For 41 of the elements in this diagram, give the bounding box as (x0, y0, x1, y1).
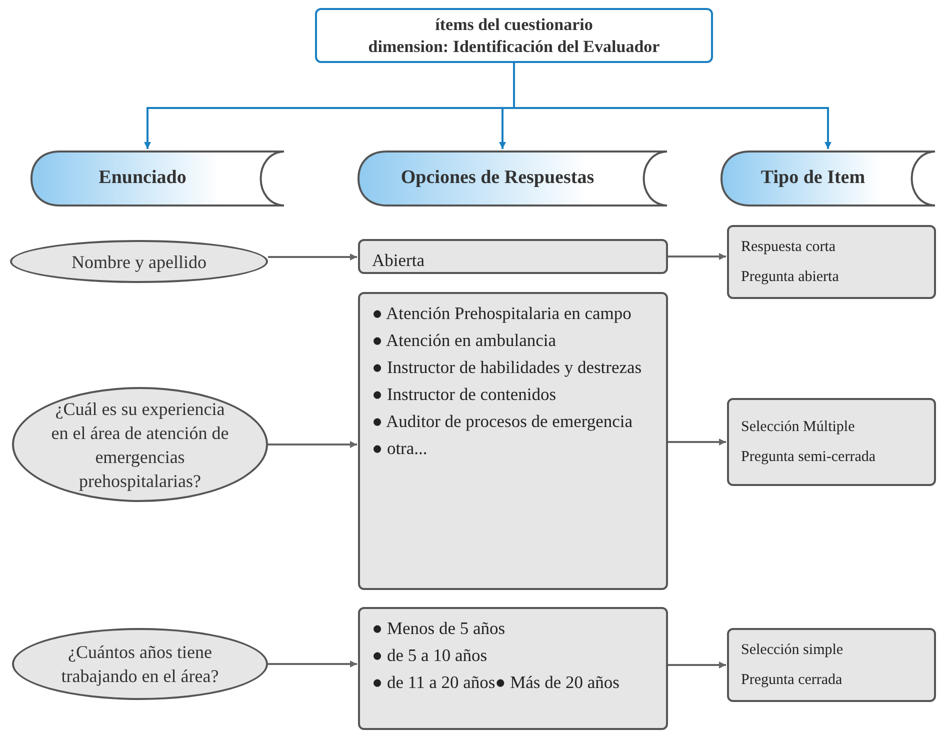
header-banner (720, 150, 936, 207)
arrow (268, 441, 357, 448)
title-text: ítems del cuestionario (435, 14, 593, 36)
option-text: ● de 11 a 20 años● Más de 20 años (372, 671, 620, 694)
option-text: ● Instructor de habilidades y destrezas (372, 356, 643, 379)
option-text: ● otra... (372, 437, 428, 460)
option-text: ● Menos de 5 años (372, 617, 506, 640)
header-text: Tipo de Item (760, 166, 866, 190)
arrow (668, 438, 726, 446)
item-type-text: Pregunta semi-cerrada (741, 448, 877, 467)
header-banner (357, 150, 668, 207)
arrow (268, 254, 357, 260)
item-type-box (727, 628, 936, 702)
title-text: dimension: Identificación del Evaluador (368, 36, 660, 58)
question-text: ¿Cuál es su experiencia en el área de atención de emergencias prehospitalarias? (50, 398, 230, 492)
item-type-text: Selección simple (741, 641, 844, 660)
arrow (668, 253, 726, 260)
item-type-text: Respuesta corta (741, 238, 837, 257)
options-box (358, 292, 668, 590)
header-text: Opciones de Respuestas (400, 166, 594, 190)
header-banner (30, 150, 285, 207)
option-text: ● Atención en ambulancia (372, 329, 558, 352)
option-text: ● Instructor de contenidos (372, 383, 558, 406)
item-type-text: Selección Múltiple (741, 418, 856, 437)
title-box (315, 8, 713, 63)
options-box (358, 239, 668, 274)
item-type-box (727, 398, 936, 486)
option-text: ● Auditor de procesos de emergencia (372, 410, 634, 433)
arrow (513, 63, 832, 149)
arrow (668, 662, 726, 668)
arrow (268, 660, 357, 668)
item-type-text: Pregunta abierta (741, 268, 840, 287)
options-box (358, 607, 668, 730)
question-text: ¿Cuántos años tiene trabajando en el área? (60, 641, 220, 688)
option-text: ● Atención Prehospitalaria en campo (372, 302, 632, 325)
item-type-box (727, 225, 936, 299)
question-text: Nombre y apellido (72, 250, 206, 274)
option-text: Abierta (372, 249, 426, 272)
option-text: ● de 5 a 10 años (372, 644, 488, 667)
header-text: Enunciado (98, 166, 186, 190)
item-type-text: Pregunta cerrada (741, 671, 844, 690)
